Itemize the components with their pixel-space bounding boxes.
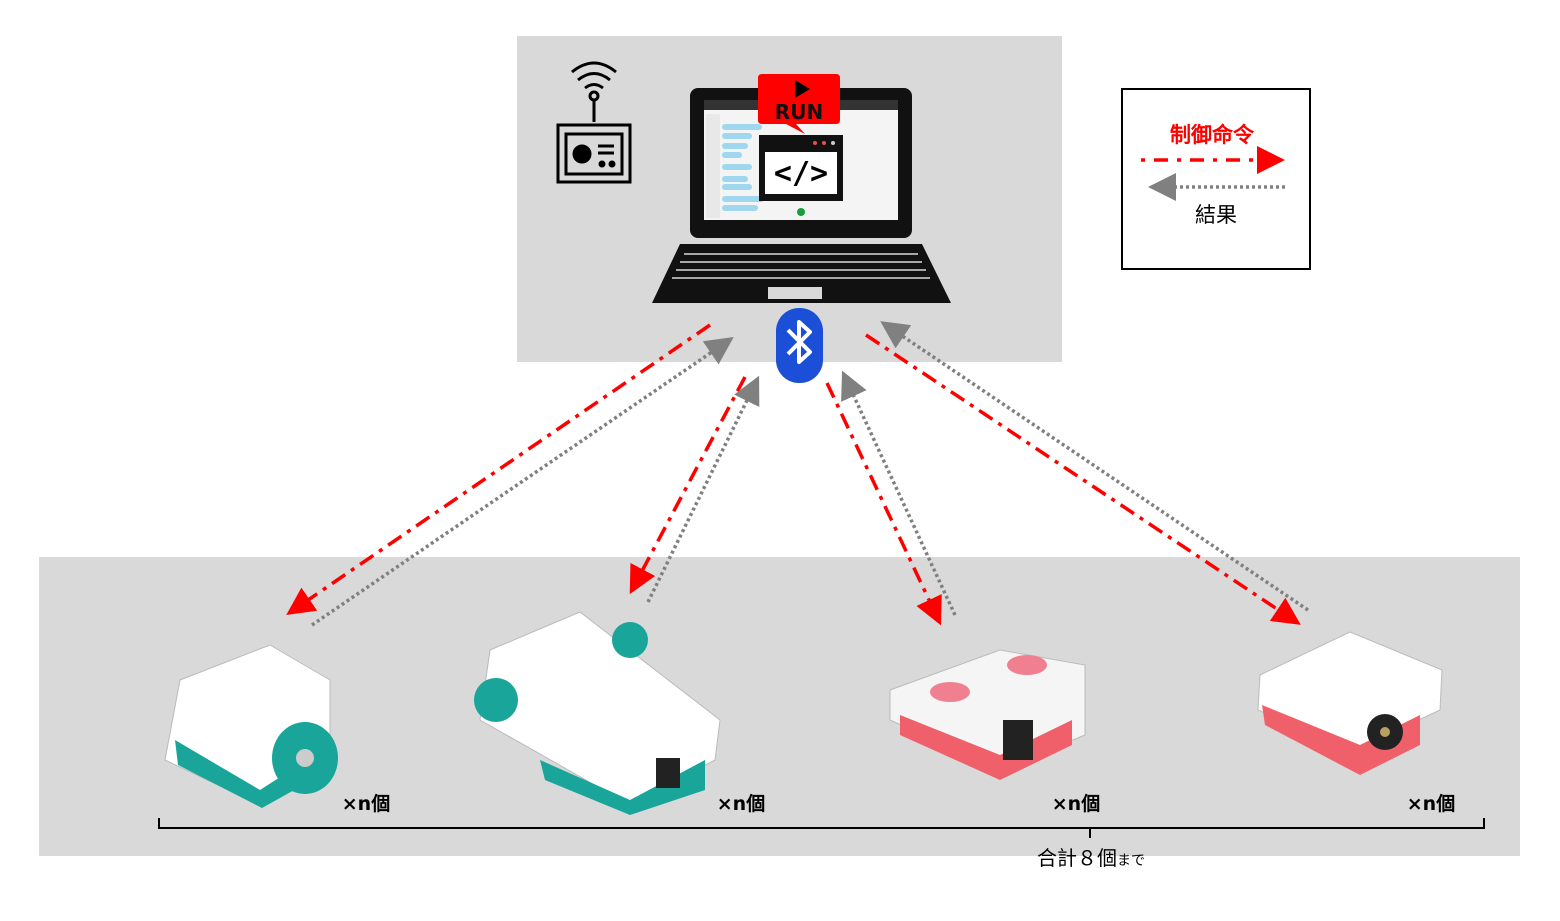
device-count-label: ×n個 (342, 793, 390, 815)
device-count-label: ×n個 (717, 793, 765, 815)
hub-device (474, 611, 721, 815)
svg-text:</>: </> (774, 156, 828, 191)
run-label: RUN (775, 100, 823, 124)
total-label: 合計８個まで (1037, 846, 1145, 870)
force-sensor-device (889, 649, 1086, 780)
bluetooth-icon (776, 308, 823, 383)
result-arrows (311, 321, 1309, 627)
distance-sensor-device (1257, 631, 1443, 775)
radio-transmitter-icon (556, 61, 632, 184)
laptop-icon: </> (652, 88, 951, 303)
device-count-label: ×n個 (1052, 793, 1100, 815)
legend: 制御命令 結果 (1121, 88, 1311, 270)
medium-motor-device (164, 644, 338, 808)
play-icon (795, 80, 810, 98)
legend-result-label: 結果 (1195, 203, 1237, 227)
device-count-label: ×n個 (1407, 793, 1455, 815)
legend-command-label: 制御命令 (1170, 123, 1255, 147)
total-brace (158, 818, 1485, 838)
run-callout[interactable]: RUN (758, 74, 840, 134)
command-arrows (286, 323, 1301, 626)
